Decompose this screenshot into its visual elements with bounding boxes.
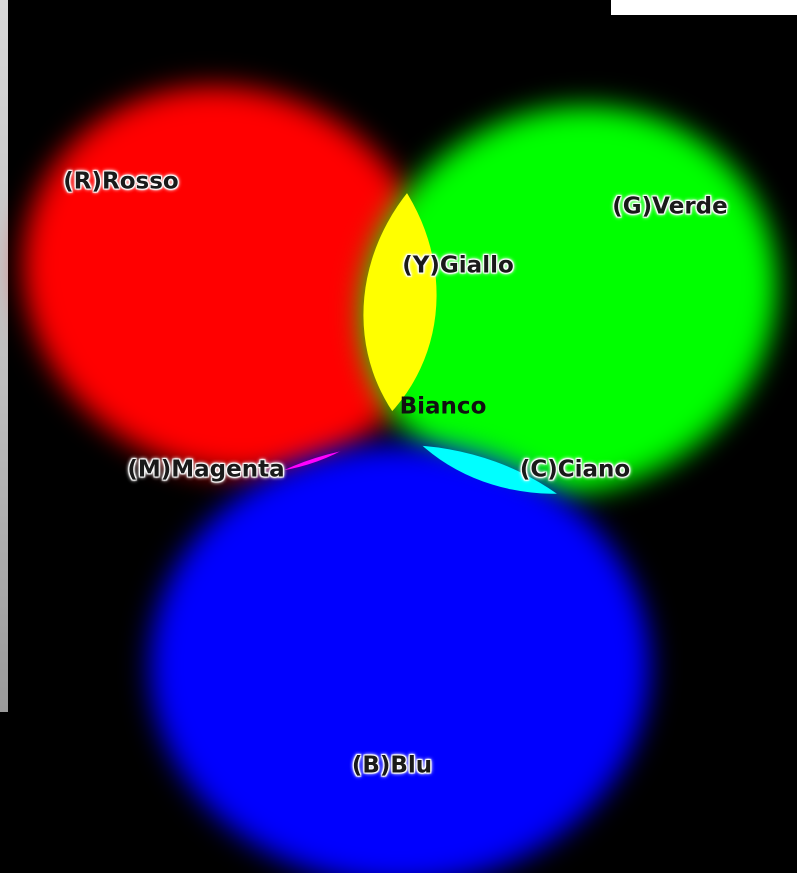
label-green: (G)Verde bbox=[612, 196, 727, 219]
label-red: (R)Rosso bbox=[63, 171, 178, 194]
blue-circle bbox=[150, 445, 650, 873]
label-cyan: (C)Ciano bbox=[520, 459, 630, 482]
label-magenta: (M)Magenta bbox=[127, 459, 284, 482]
label-white: Bianco bbox=[400, 396, 487, 419]
label-blue: (B)Blu bbox=[352, 755, 432, 778]
label-yellow: (Y)Giallo bbox=[402, 255, 514, 278]
